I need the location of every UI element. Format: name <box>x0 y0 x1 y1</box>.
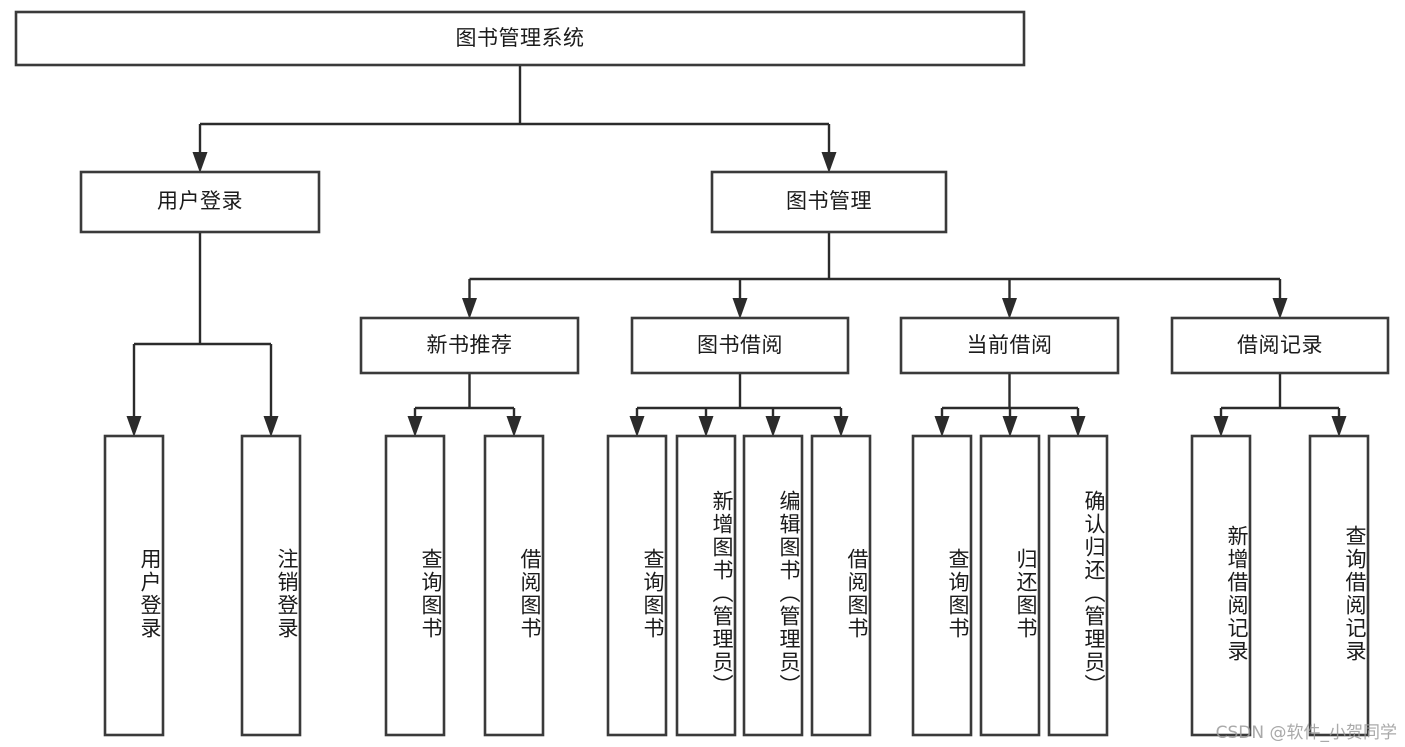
arrow-head-icon <box>1331 416 1347 437</box>
watermark: CSDN @软件_小贺同学 <box>1215 723 1397 743</box>
node-box-n-user-login[interactable] <box>79 170 321 234</box>
node-box-l-user-logout[interactable] <box>240 434 302 737</box>
node-box-layer <box>14 10 1390 737</box>
node-box-l-r-query[interactable] <box>1308 434 1370 737</box>
arrow-head-icon <box>629 416 645 437</box>
arrow-head-icon <box>1002 298 1017 319</box>
arrow-head-icon <box>407 416 423 437</box>
arrow-head-icon <box>821 152 837 173</box>
node-box-l-b-borrow[interactable] <box>810 434 872 737</box>
arrow-head-icon <box>1213 416 1229 437</box>
arrow-head-icon <box>833 416 849 437</box>
arrow-head-icon <box>765 416 781 437</box>
node-box-l-new-borrow[interactable] <box>483 434 545 737</box>
arrow-head-icon <box>732 298 748 319</box>
node-box-n-book-mgmt[interactable] <box>710 170 948 234</box>
node-box-l-user-login[interactable] <box>103 434 165 737</box>
node-box-n-new-rec[interactable] <box>359 316 580 375</box>
arrow-head-icon <box>506 416 522 437</box>
node-box-l-b-add[interactable] <box>675 434 737 737</box>
node-box-l-b-edit[interactable] <box>742 434 804 737</box>
arrow-head-icon <box>462 298 477 319</box>
arrow-head-icon <box>126 416 142 437</box>
node-box-l-c-confirm[interactable] <box>1047 434 1109 737</box>
arrow-head-icon <box>934 416 950 437</box>
arrow-head-icon <box>1002 416 1018 437</box>
arrow-head-icon <box>1272 298 1288 319</box>
node-box-l-r-add[interactable] <box>1190 434 1252 737</box>
node-box-l-new-query[interactable] <box>384 434 446 737</box>
node-box-n-current[interactable] <box>899 316 1120 375</box>
node-box-n-borrow[interactable] <box>630 316 850 375</box>
node-box-l-b-query[interactable] <box>606 434 668 737</box>
node-box-root[interactable] <box>14 10 1026 67</box>
node-box-l-c-return[interactable] <box>979 434 1041 737</box>
arrow-head-icon <box>1070 416 1086 437</box>
arrow-head-icon <box>698 416 714 437</box>
node-box-l-c-query[interactable] <box>911 434 973 737</box>
arrow-head-icon <box>192 152 208 173</box>
arrow-head-icon <box>263 416 279 437</box>
connector-layer <box>126 65 1347 437</box>
node-box-n-record[interactable] <box>1170 316 1390 375</box>
